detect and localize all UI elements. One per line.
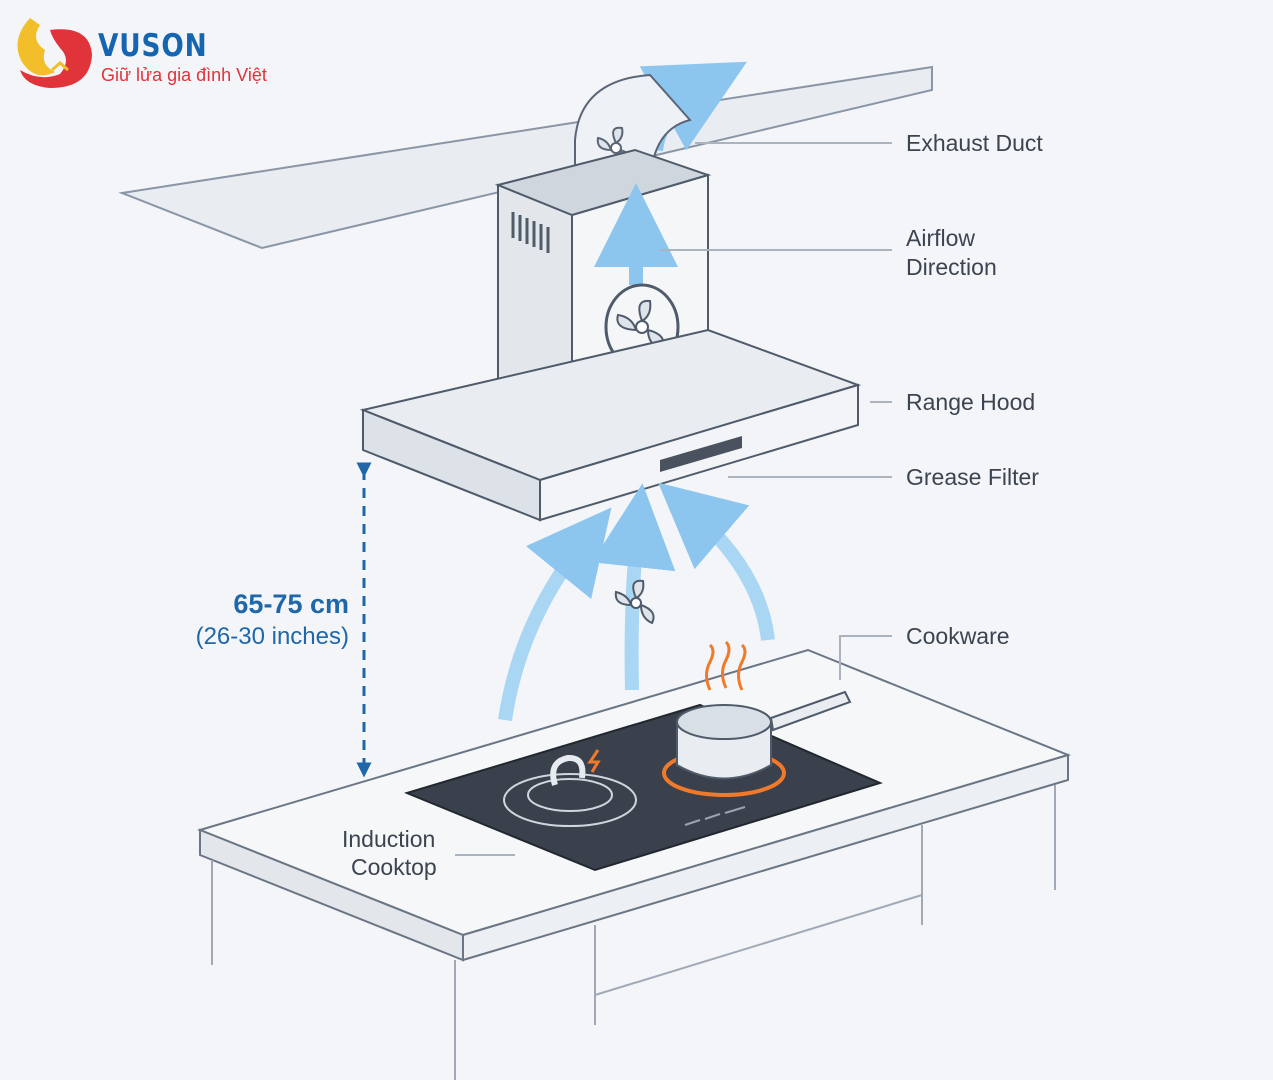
label-airflow-line2: Direction	[906, 254, 997, 280]
pot-handle	[769, 690, 852, 732]
logo-slogan: Giữ lửa gia đình Việt	[101, 65, 267, 85]
counter	[196, 648, 1072, 1080]
label-induction-line2: Cooktop	[351, 854, 437, 880]
chimney-vent	[511, 212, 550, 253]
magnet-icon	[550, 754, 586, 786]
cabinet-lines	[211, 785, 1056, 1080]
leader-lines	[455, 142, 892, 856]
induction-zone-rings	[503, 773, 637, 827]
logo-brand: VUSON	[98, 28, 208, 64]
house-icon	[51, 61, 69, 72]
dimension-imperial: (26-30 inches)	[195, 623, 349, 650]
label-airflow-line1: Airflow	[906, 225, 976, 251]
grease-filter	[660, 436, 742, 472]
dimension-metric: 65-75 cm	[233, 589, 349, 619]
airflow-fan-icon	[614, 579, 655, 625]
cookware	[676, 640, 852, 780]
label-exhaust-duct: Exhaust Duct	[906, 130, 1043, 156]
touch-controls	[684, 806, 746, 826]
label-cookware: Cookware	[906, 623, 1010, 649]
range-hood	[359, 328, 862, 522]
steam-icon	[705, 640, 747, 691]
label-range-hood: Range Hood	[906, 389, 1036, 415]
vuson-logo-mark	[17, 18, 92, 89]
label-induction-line1: Induction	[342, 826, 436, 852]
lightning-icon	[587, 749, 601, 773]
label-grease-filter: Grease Filter	[906, 464, 1039, 490]
